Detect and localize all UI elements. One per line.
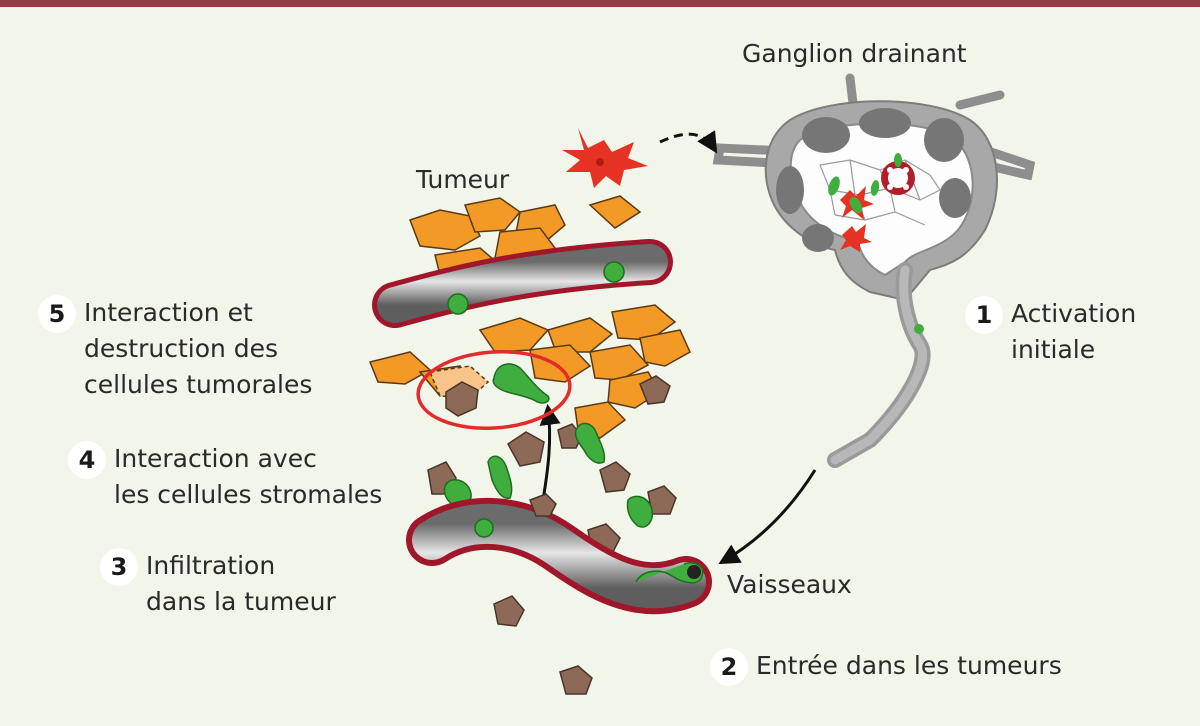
arrow-infiltration [539, 403, 561, 501]
upper-vessel [372, 239, 673, 328]
step-text: Interaction avec les cellules stromales [114, 444, 383, 509]
stromal-cells [427, 375, 677, 695]
tumor-cells [409, 195, 642, 281]
step-text: Entrée dans les tumeurs [756, 651, 1062, 680]
arrows [659, 130, 718, 154]
tumor [368, 195, 712, 695]
vessels-label: Vaisseaux [727, 570, 852, 599]
arrow-to-vessels [718, 469, 817, 565]
killer-t-cell [492, 363, 550, 404]
vessel-t-cell [474, 518, 494, 538]
extravasating-t-cell [635, 562, 704, 584]
lymph-node-label: Ganglion drainant [742, 39, 967, 68]
step-3: 3 Infiltration dans la tumeur [100, 548, 336, 620]
node-t-cell [870, 180, 880, 196]
step-number: 2 [710, 648, 748, 686]
step-number: 4 [68, 441, 106, 479]
stromal-cell [529, 493, 557, 517]
node-t-cell [894, 153, 902, 167]
step-text: Activation initiale [1011, 299, 1137, 364]
lymph-node-germinal-center [881, 161, 915, 195]
node-dendritic-cell [840, 224, 872, 252]
lymph-node-follicles [776, 108, 971, 252]
arrow-to-lymph-node [659, 130, 718, 154]
lymph-node [712, 73, 1036, 468]
lymph-node-afferent-vessels [712, 73, 1036, 181]
step-number: 5 [38, 295, 76, 333]
step-number: 1 [965, 296, 1003, 334]
step-text: Infiltration dans la tumeur [146, 551, 336, 616]
dendritic-cell [562, 128, 648, 188]
tumor-label: Tumeur [416, 165, 510, 194]
vessel-t-cell [447, 293, 469, 315]
step-4: 4 Interaction avec les cellules stromale… [68, 441, 382, 513]
t-cells [443, 422, 654, 528]
vessel-t-cell [603, 261, 625, 283]
migrating-t-cell [914, 324, 924, 334]
top-border [0, 0, 1200, 7]
step-number: 3 [100, 548, 138, 586]
interaction-highlight-circle [416, 349, 572, 431]
lower-vessel [406, 497, 712, 615]
step-5: 5 Interaction et destruction des cellule… [38, 295, 312, 403]
stromal-cell-in-circle [445, 381, 479, 417]
step-text: Interaction et destruction des cellules … [84, 298, 313, 399]
step-2: 2 Entrée dans les tumeurs [710, 648, 1062, 686]
node-t-cell [849, 196, 863, 214]
node-t-cell [828, 176, 840, 196]
step-1: 1 Activation initiale [965, 296, 1136, 368]
